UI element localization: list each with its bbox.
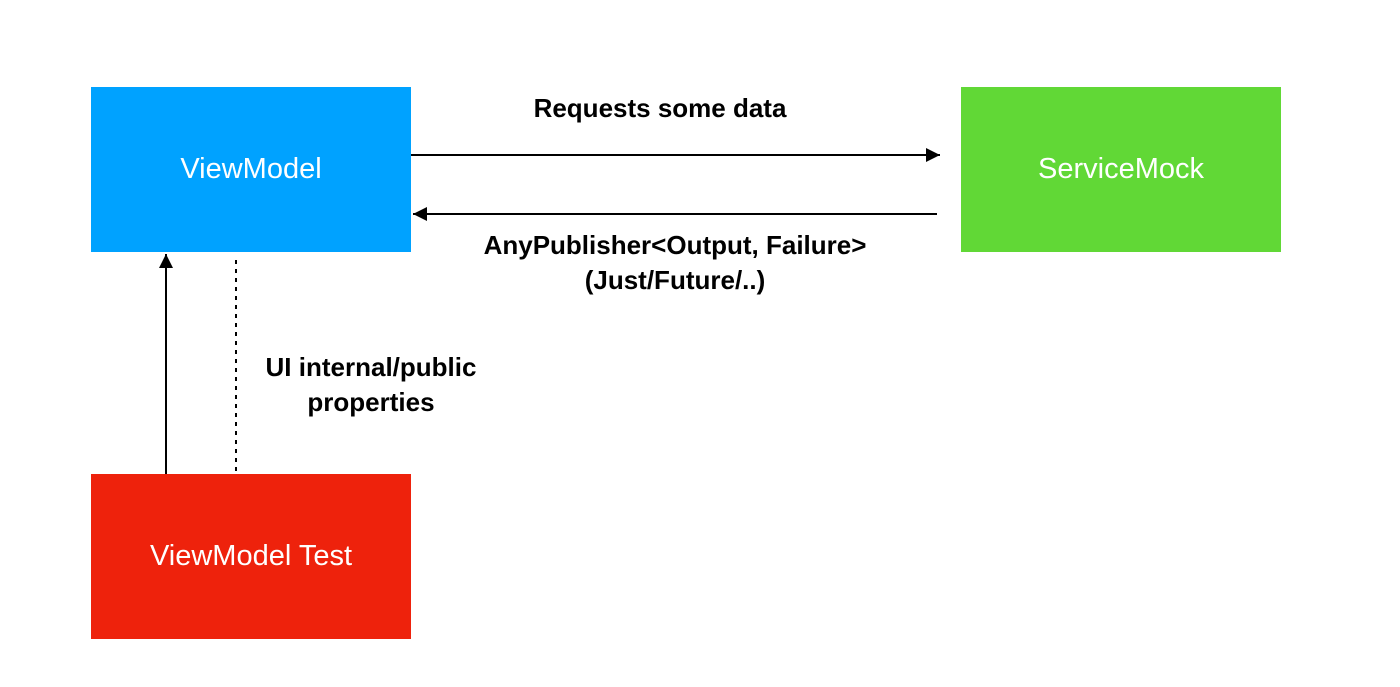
request-edge-label-text: Requests some data — [533, 93, 787, 123]
viewmodel-test-node-label: ViewModel Test — [149, 540, 353, 572]
request-edge-label: Requests some data — [510, 91, 810, 126]
response-edge-label: AnyPublisher<Output, Failure> (Just/Futu… — [430, 228, 920, 298]
ui-properties-label-line1: UI internal/public — [265, 352, 477, 382]
ui-properties-edge-label: UI internal/public properties — [236, 350, 506, 420]
viewmodel-node-label: ViewModel — [180, 153, 322, 185]
viewmodel-node: ViewModel — [91, 87, 411, 252]
response-edge-label-line2: (Just/Future/..) — [584, 265, 766, 295]
viewmodel-test-node: ViewModel Test — [91, 474, 411, 639]
ui-properties-label-line2: properties — [307, 387, 435, 417]
servicemock-node: ServiceMock — [961, 87, 1281, 252]
response-edge-label-line1: AnyPublisher<Output, Failure> — [483, 230, 867, 260]
servicemock-node-label: ServiceMock — [1038, 153, 1204, 185]
